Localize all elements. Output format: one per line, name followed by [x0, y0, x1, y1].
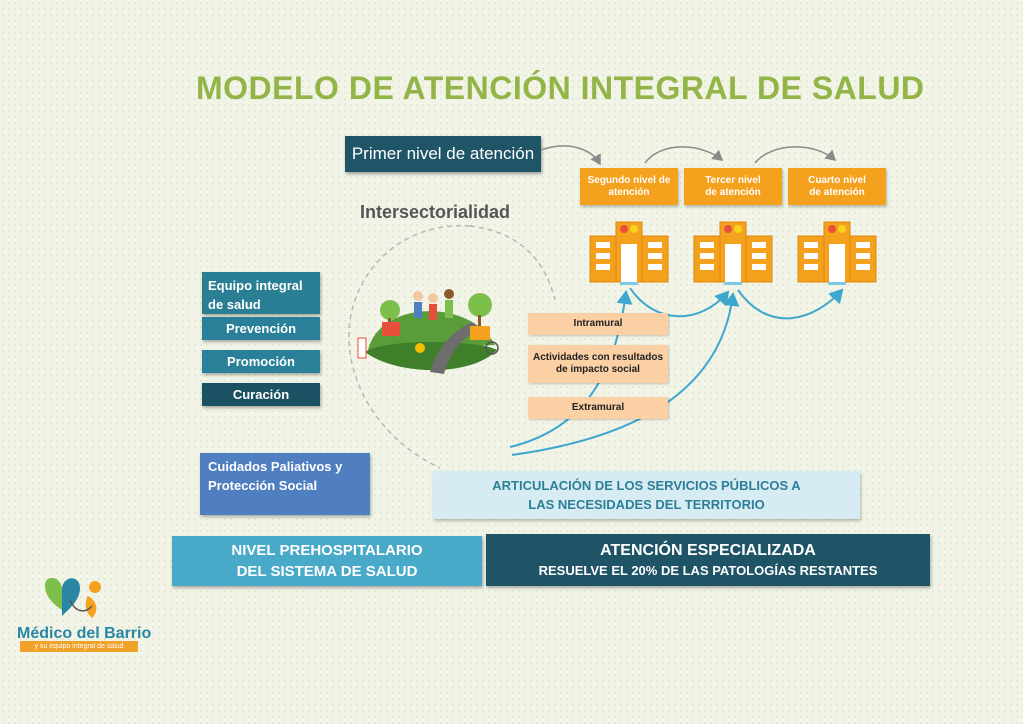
prehospitalario-box: NIVEL PREHOSPITALARIO DEL SISTEMA DE SAL…: [172, 536, 482, 586]
hospital-cuarto-icon: [797, 221, 877, 286]
especializada-line2: RESUELVE EL 20% DE LAS PATOLOGÍAS RESTAN…: [538, 563, 878, 578]
intersectorialidad-label: Intersectorialidad: [360, 202, 511, 222]
arrow-blue-segundo-tercer: [629, 287, 730, 318]
intramural-box: Intramural: [528, 313, 668, 335]
atencion-especializada-box: ATENCIÓN ESPECIALIZADA RESUELVE EL 20% D…: [486, 534, 930, 586]
articulacion-line2: LAS NECESIDADES DEL TERRITORIO: [528, 497, 765, 512]
intersectorialidad-circle: [348, 225, 471, 469]
community-illustration: [357, 289, 499, 374]
prehospitalario-line1: NIVEL PREHOSPITALARIO: [231, 542, 423, 559]
tercer-nivel-line1: Tercer nivel: [705, 174, 761, 186]
segundo-nivel-line1: Segundo nivel de: [587, 174, 671, 186]
hospital-tercer-icon: [693, 221, 773, 286]
actividades-line2: de impacto social: [556, 364, 640, 375]
cuarto-nivel-line2: de atención: [809, 186, 865, 198]
cuidados-paliativos-box: Cuidados Paliativos y Protección Social: [200, 453, 370, 515]
logo-tagline: y su equipo integral de salud: [20, 641, 138, 652]
arrow-blue-tercer-cuarto: [737, 288, 844, 320]
arrow-primer-segundo: [540, 145, 601, 166]
extramural-box: Extramural: [528, 397, 668, 419]
curacion-box: Curación: [202, 383, 320, 406]
equipo-line1: Equipo integral: [208, 278, 303, 293]
paliativos-line1: Cuidados Paliativos y: [208, 459, 343, 474]
articulacion-line1: ARTICULACIÓN DE LOS SERVICIOS PÚBLICOS A: [492, 478, 801, 493]
prehospitalario-line2: DEL SISTEMA DE SALUD: [236, 563, 418, 580]
paliativos-line2: Protección Social: [208, 478, 318, 493]
cuarto-nivel-line1: Cuarto nivel: [808, 174, 866, 186]
arrow-tercer-cuarto: [754, 146, 837, 164]
especializada-line1: ATENCIÓN ESPECIALIZADA: [600, 542, 816, 559]
articulacion-box: ARTICULACIÓN DE LOS SERVICIOS PÚBLICOS A…: [433, 471, 860, 519]
logo-name: Médico del Barrio: [17, 625, 152, 642]
promocion-box: Promoción: [202, 350, 320, 373]
actividades-line1: Actividades con resultados: [532, 352, 664, 363]
primer-nivel-box: Primer nivel de atención: [345, 136, 541, 172]
tercer-nivel-line2: de atención: [705, 186, 761, 198]
arrow-segundo-tercer: [644, 146, 724, 164]
hospital-segundo-icon: [589, 221, 669, 286]
equipo-integral-box: Equipo integral de salud: [202, 272, 320, 314]
page-title: MODELO DE ATENCIÓN INTEGRAL DE SALUD: [196, 70, 925, 106]
prevencion-box: Prevención: [202, 317, 320, 340]
segundo-nivel-line2: atención: [608, 186, 650, 198]
equipo-line2: de salud: [208, 297, 261, 312]
